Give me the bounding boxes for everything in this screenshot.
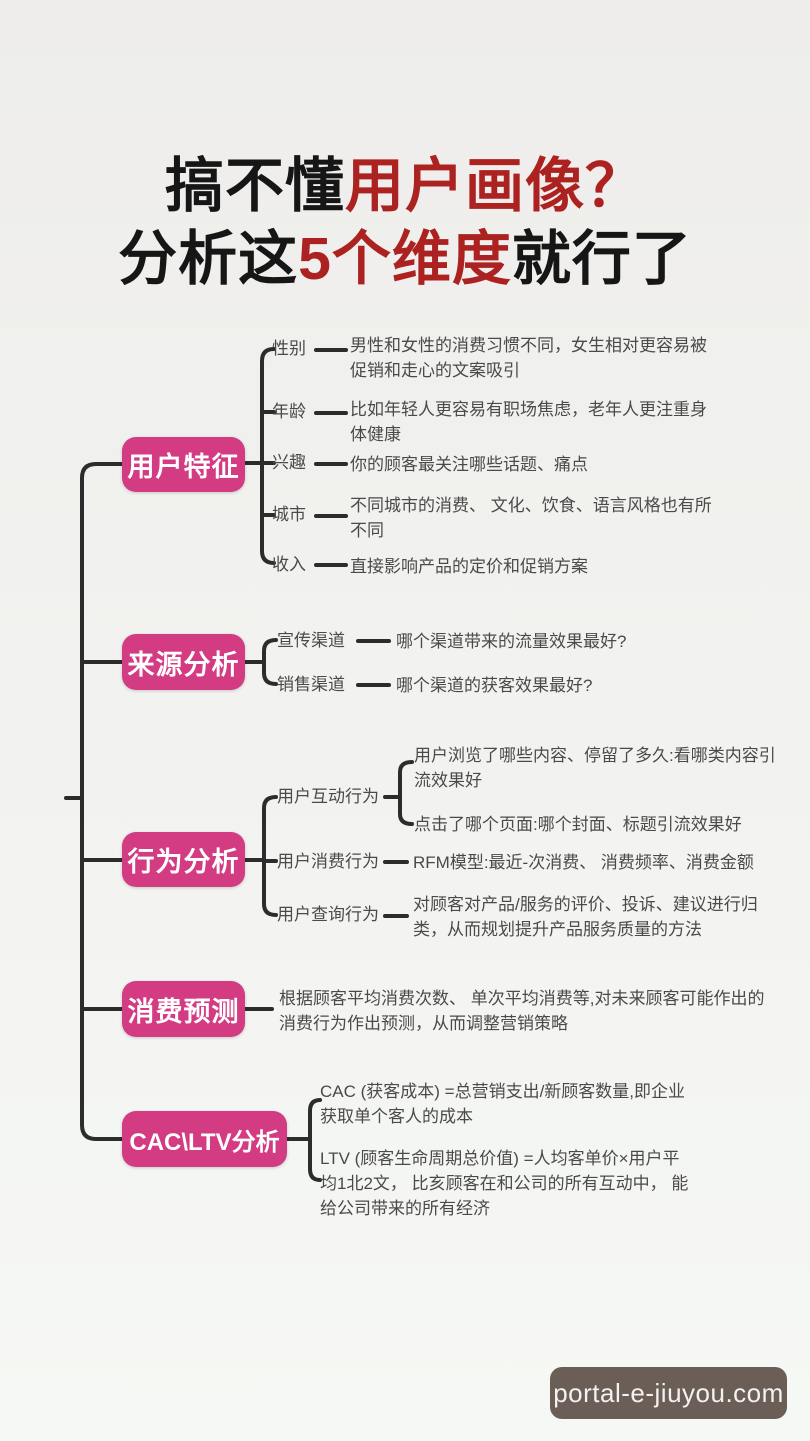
desc-browse-behavior: 用户浏览了哪些内容、停留了多久:看哪类内容引 流效果好	[414, 746, 776, 790]
subnode-label-promo-channel: 宣传渠道	[277, 631, 345, 650]
trunk-line	[80, 462, 124, 1141]
desc-inquiry: 对顾客对产品/服务的评价、投诉、建议进行归 类，从而规划提升产品服务质量的方法	[413, 895, 758, 939]
page-title: 搞不懂用户画像？ 分析这5个维度就行了	[0, 150, 810, 296]
bracket-line	[262, 795, 278, 917]
subnode-label-sales-channel: 销售渠道	[277, 675, 345, 694]
branch-node-source-analysis: 来源分析	[122, 634, 245, 690]
bracket-line	[308, 1098, 322, 1182]
title-line-2: 分析这5个维度就行了	[0, 223, 810, 296]
title-text: 搞不懂	[164, 153, 345, 219]
subnode-label-gender: 性别	[272, 339, 306, 358]
title-highlight: 5个维度	[298, 226, 512, 292]
bracket-line	[260, 347, 276, 565]
desc-interest: 你的顾客最关注哪些话题、痛点	[350, 455, 588, 474]
watermark-badge: portal-e-jiuyou.com	[550, 1367, 787, 1419]
subnode-label-interaction-behavior: 用户互动行为	[277, 787, 379, 806]
desc-age: 比如年轻人更容易有职场焦虑，老年人更注重身 体健康	[350, 400, 707, 444]
desc-click-behavior: 点击了哪个页面:哪个封面、标题引流效果好	[414, 815, 742, 834]
branch-node-cac-ltv: CAC\LTV分析	[122, 1111, 287, 1167]
desc-income: 直接影响产品的定价和促销方案	[350, 557, 588, 576]
desc-promo-channel: 哪个渠道带来的流量效果最好?	[396, 632, 627, 651]
desc-forecast: 根据顾客平均消费次数、 单次平均消费等,对未来顾客可能作出的 消费行为作出预测，…	[279, 989, 765, 1033]
branch-node-user-traits: 用户特征	[122, 437, 245, 492]
desc-ltv: LTV (顾客生命周期总价值) =人均客单价×用户平 均1北2文， 比亥顾客在和…	[320, 1149, 689, 1218]
desc-sales-channel: 哪个渠道的获客效果最好?	[396, 676, 593, 695]
subnode-label-income: 收入	[272, 555, 306, 574]
desc-rfm: RFM模型:最近-次消费、 消费频率、消费金额	[413, 853, 754, 872]
bracket-line	[398, 760, 414, 826]
subnode-label-city: 城市	[272, 505, 306, 524]
subnode-label-inquiry-behavior: 用户查询行为	[277, 905, 379, 924]
desc-city: 不同城市的消费、 文化、饮食、语言风格也有所 不同	[350, 496, 712, 540]
branch-node-consumption-forecast: 消费预测	[122, 981, 245, 1037]
title-text: 分析这	[118, 226, 299, 292]
title-text: 就行了	[511, 226, 692, 292]
branch-node-behavior-analysis: 行为分析	[122, 832, 245, 887]
watermark-text: portal-e-jiuyou.com	[553, 1377, 784, 1408]
subnode-label-consumption-behavior: 用户消费行为	[277, 852, 379, 871]
subnode-label-age: 年龄	[272, 402, 306, 421]
title-highlight: 用户画像？	[345, 153, 646, 219]
title-line-1: 搞不懂用户画像？	[0, 150, 810, 223]
bracket-line	[262, 638, 278, 686]
desc-gender: 男性和女性的消费习惯不同，女生相对更容易被 促销和走心的文案吸引	[350, 336, 707, 380]
desc-cac: CAC (获客成本) =总营销支出/新顾客数量,即企业 获取单个客人的成本	[320, 1082, 686, 1126]
subnode-label-interest: 兴趣	[272, 453, 306, 472]
